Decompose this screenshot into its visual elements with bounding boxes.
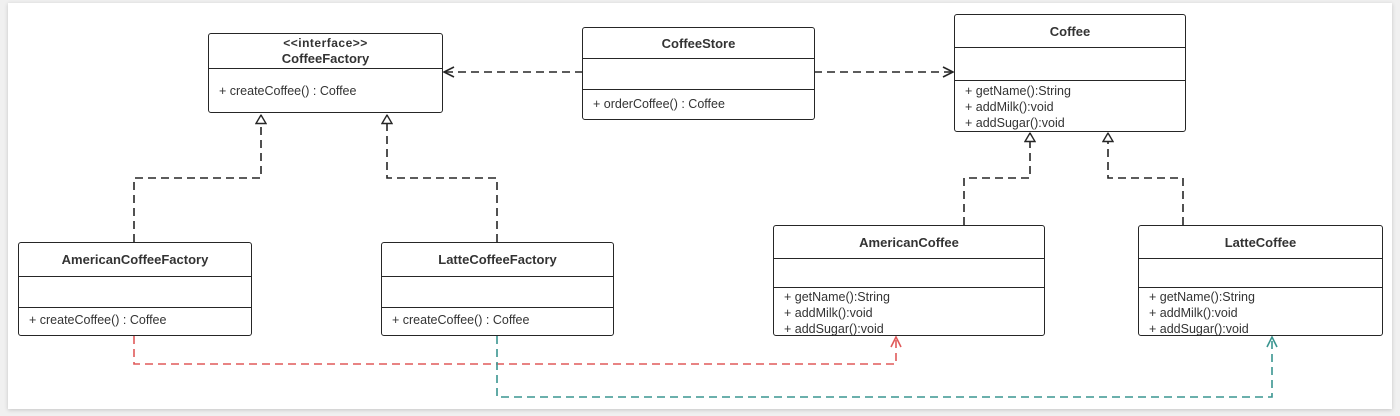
- realization-american-factory: [133, 115, 261, 242]
- attributes-compartment: [19, 277, 251, 308]
- operation: + getName():String: [784, 290, 890, 304]
- operation: + addMilk():void: [784, 306, 873, 320]
- realization-latte-factory: [387, 115, 498, 242]
- operation: + addSugar():void: [784, 322, 884, 336]
- operation: + createCoffee() : Coffee: [392, 313, 530, 327]
- operation: + createCoffee() : Coffee: [219, 84, 357, 98]
- operations-compartment: + createCoffee() : Coffee: [209, 69, 442, 99]
- attributes-compartment: [774, 259, 1044, 288]
- class-header: AmericanCoffeeFactory: [19, 243, 251, 277]
- operations-compartment: + createCoffee() : Coffee: [19, 308, 251, 328]
- class-coffee[interactable]: Coffee + getName():String + addMilk():vo…: [954, 14, 1186, 132]
- class-header: Coffee: [955, 15, 1185, 48]
- stereotype-label: <<interface>>: [283, 36, 368, 50]
- class-latte-coffee[interactable]: LatteCoffee + getName():String + addMilk…: [1138, 225, 1383, 336]
- class-header: LatteCoffee: [1139, 226, 1382, 259]
- class-name: LatteCoffeeFactory: [438, 252, 557, 267]
- class-latte-coffee-factory[interactable]: LatteCoffeeFactory + createCoffee() : Co…: [381, 242, 614, 336]
- class-american-coffee-factory[interactable]: AmericanCoffeeFactory + createCoffee() :…: [18, 242, 252, 336]
- attributes-compartment: [1139, 259, 1382, 288]
- creates-latte-coffee-link: [496, 336, 1272, 398]
- class-name: AmericanCoffee: [859, 234, 959, 250]
- creates-american-coffee-link: [133, 336, 896, 365]
- class-name: AmericanCoffeeFactory: [61, 252, 209, 267]
- operations-compartment: + orderCoffee() : Coffee: [583, 90, 814, 112]
- class-coffee-store[interactable]: CoffeeStore + orderCoffee() : Coffee: [582, 27, 815, 120]
- operation: + getName():String: [965, 84, 1071, 98]
- class-american-coffee[interactable]: AmericanCoffee + getName():String + addM…: [773, 225, 1045, 336]
- operation: + addSugar():void: [1149, 322, 1249, 336]
- class-name: CoffeeFactory: [281, 51, 370, 66]
- attributes-compartment: [382, 277, 613, 308]
- operation: + getName():String: [1149, 290, 1255, 304]
- operation: + addSugar():void: [965, 116, 1065, 130]
- operations-compartment: + getName():String + addMilk():void + ad…: [1139, 288, 1382, 337]
- operation: + orderCoffee() : Coffee: [593, 97, 725, 111]
- operation: + addMilk():void: [1149, 306, 1238, 320]
- operation: + createCoffee() : Coffee: [29, 313, 167, 327]
- realization-american-coffee: [963, 133, 1030, 225]
- class-name: LatteCoffee: [1224, 234, 1297, 250]
- attributes-compartment: [955, 48, 1185, 81]
- class-header: CoffeeStore: [583, 28, 814, 59]
- operation: + addMilk():void: [965, 100, 1054, 114]
- class-coffee-factory[interactable]: <<interface>> CoffeeFactory + createCoff…: [208, 33, 443, 113]
- operations-compartment: + getName():String + addMilk():void + ad…: [955, 81, 1185, 131]
- class-header: LatteCoffeeFactory: [382, 243, 613, 277]
- realization-latte-coffee: [1108, 133, 1184, 225]
- class-name: CoffeeStore: [661, 35, 736, 51]
- operations-compartment: + createCoffee() : Coffee: [382, 308, 613, 328]
- class-name: Coffee: [1049, 23, 1091, 39]
- class-header: AmericanCoffee: [774, 226, 1044, 259]
- attributes-compartment: [583, 59, 814, 90]
- operations-compartment: + getName():String + addMilk():void + ad…: [774, 288, 1044, 337]
- class-header: <<interface>> CoffeeFactory: [209, 34, 442, 69]
